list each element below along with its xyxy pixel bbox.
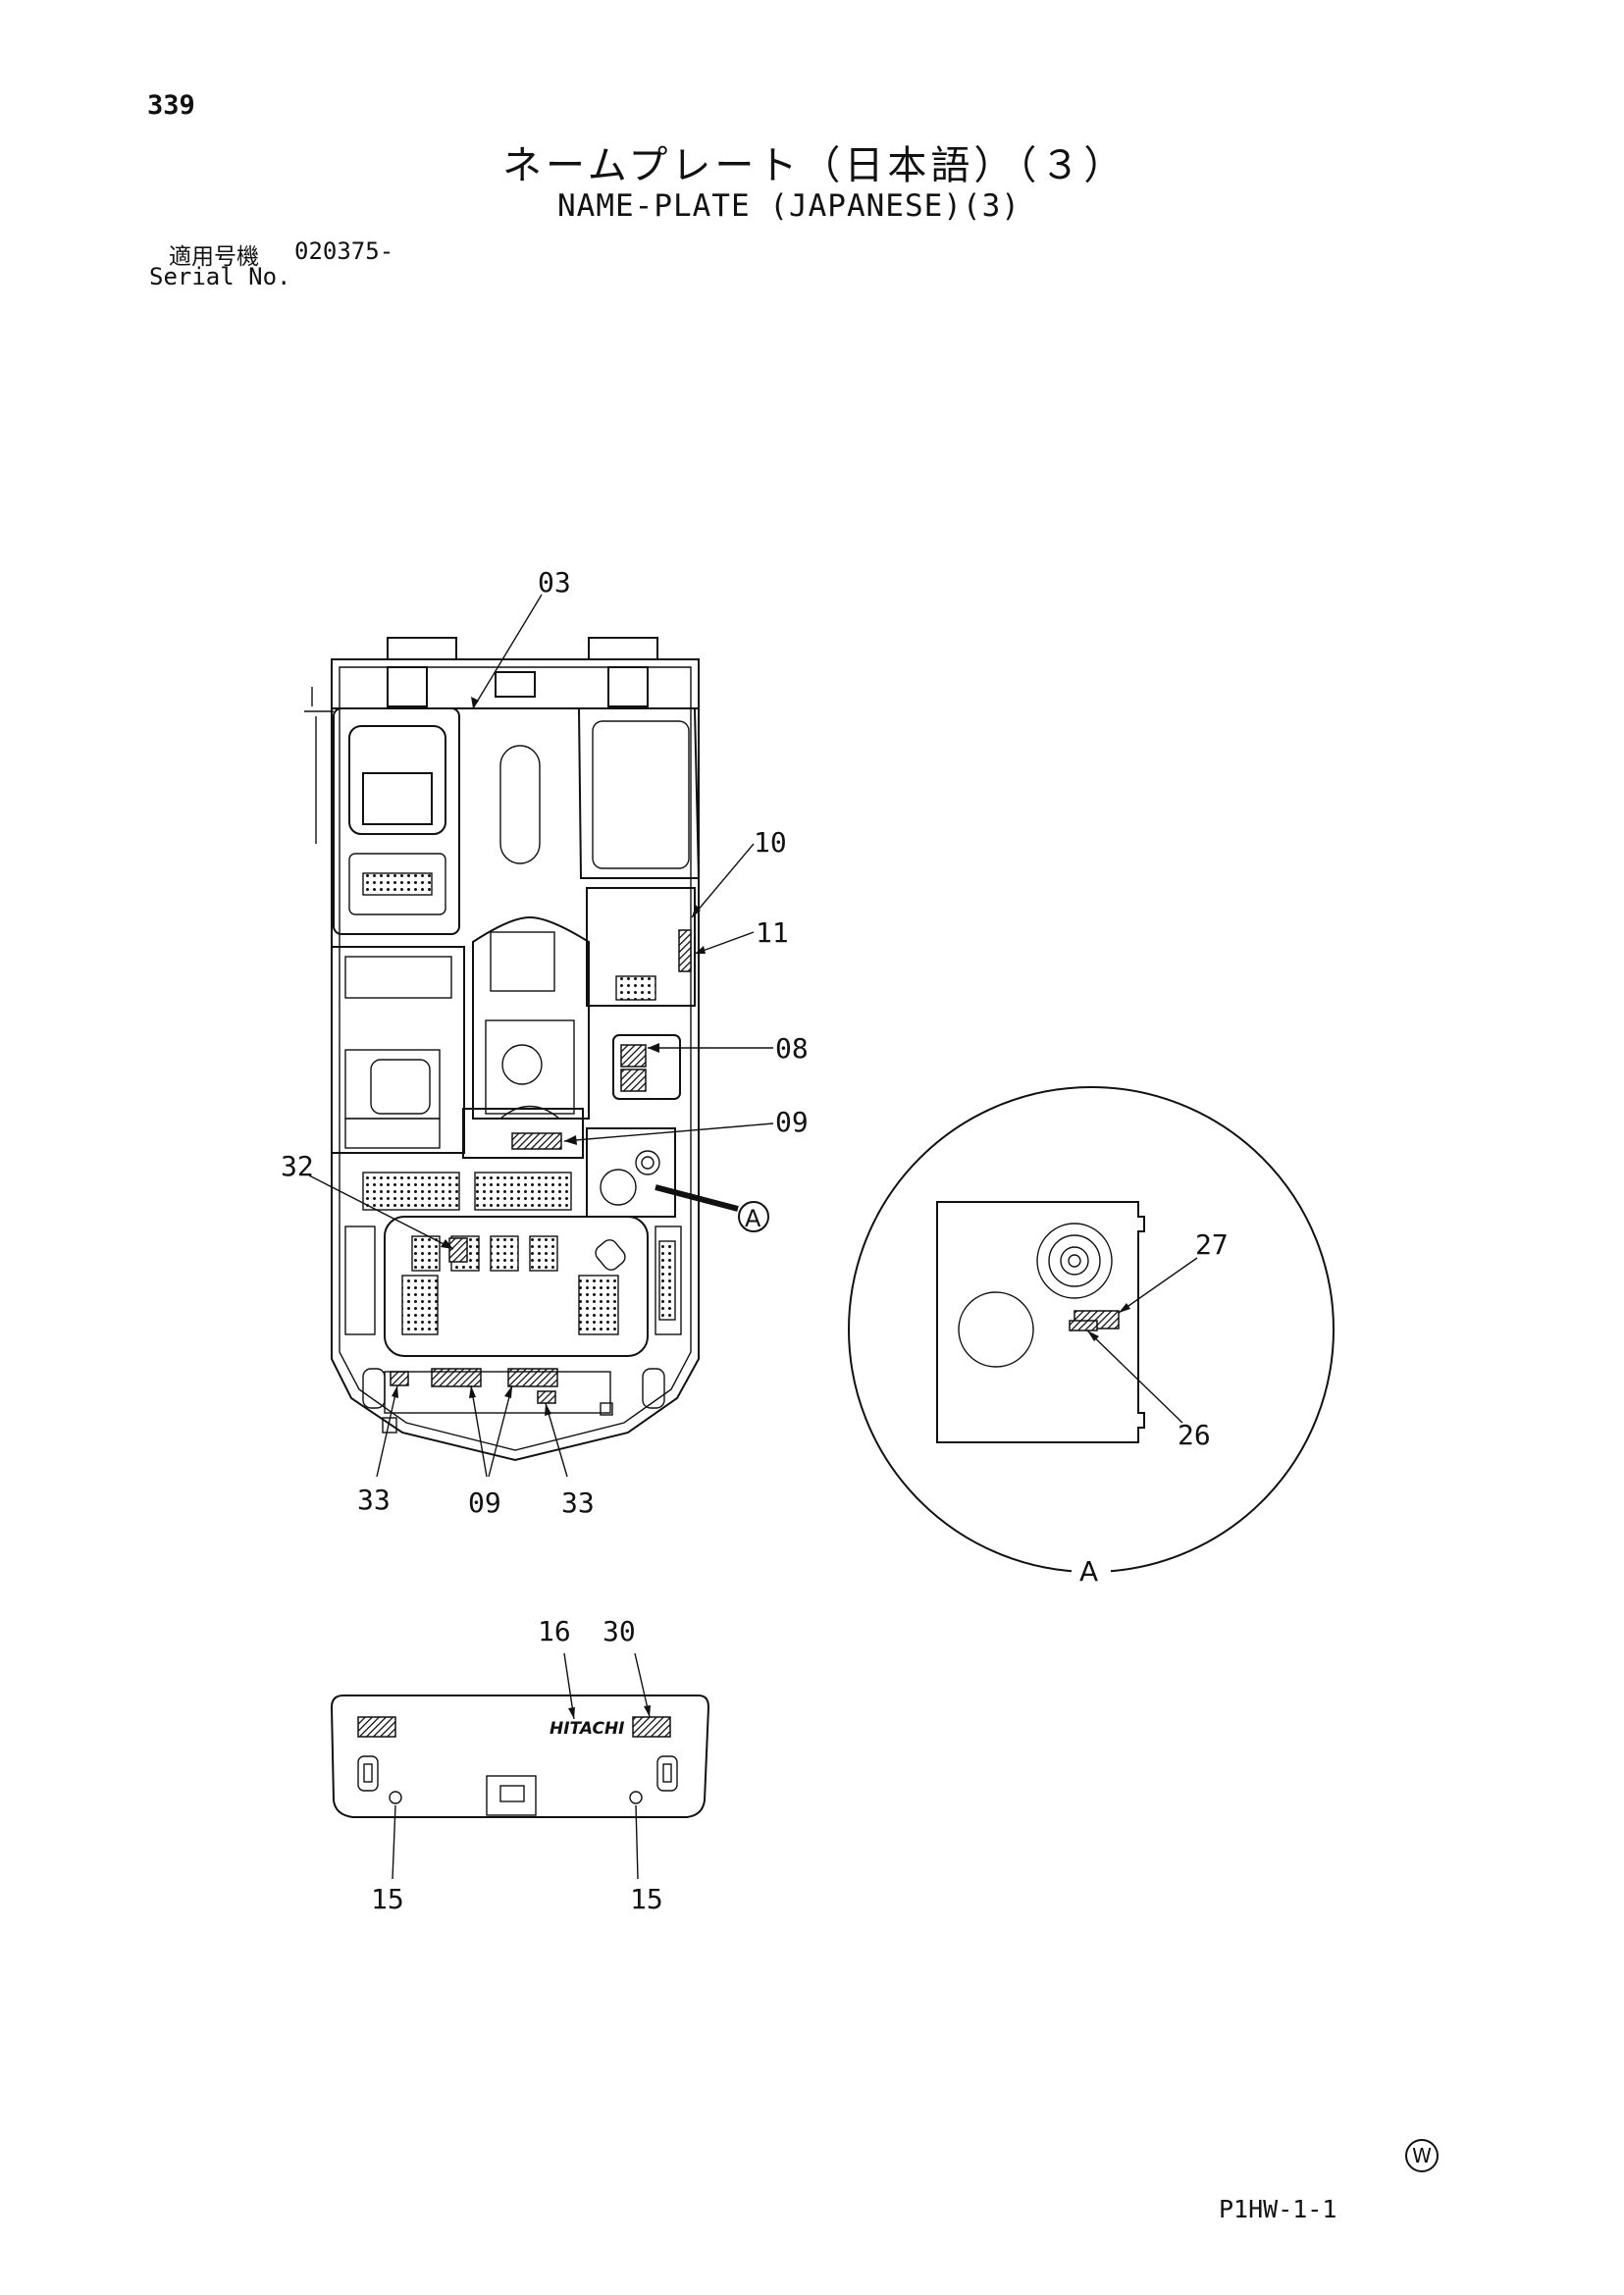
decal-08b <box>620 1069 647 1092</box>
page-number: 339 <box>147 90 195 121</box>
document-code: P1HW-1-1 <box>1219 2195 1337 2223</box>
page-title-english: NAME-PLATE (JAPANESE)(3) <box>557 188 1021 224</box>
main-view-callouts: 03 10 11 08 09 32 A 33 09 33 <box>281 566 809 1519</box>
revision-mark: W <box>1405 2139 1439 2172</box>
callout-03: 03 <box>538 566 571 599</box>
detail-view-a: 27 26 A <box>848 1086 1335 1588</box>
callout-30: 30 <box>602 1615 636 1647</box>
callout-15-left: 15 <box>371 1883 404 1915</box>
decal-10-11 <box>678 929 692 972</box>
decal-08a <box>620 1044 647 1068</box>
serial-label-japanese: 適用号機 <box>169 244 259 270</box>
callout-33-right: 33 <box>561 1487 595 1519</box>
decal-33-right <box>537 1390 556 1404</box>
operator-cab <box>331 707 465 1154</box>
brand-logo: HITACHI <box>550 1719 625 1739</box>
callout-32: 32 <box>281 1150 314 1182</box>
callout-33-left: 33 <box>357 1484 391 1516</box>
callout-08: 08 <box>775 1032 809 1065</box>
decal-26 <box>1069 1320 1098 1331</box>
page-title-japanese: ネームプレート（日本語）（３） <box>502 143 1127 188</box>
callout-26: 26 <box>1178 1419 1211 1451</box>
callout-11: 11 <box>756 916 789 949</box>
tank-module <box>577 707 701 1100</box>
callout-16: 16 <box>538 1615 571 1647</box>
decal-33-left <box>390 1371 409 1386</box>
callout-27: 27 <box>1195 1228 1229 1261</box>
callout-09-bottom: 09 <box>468 1487 501 1519</box>
counterweight-rear-view: HITACHI 16 30 15 15 <box>330 1615 710 1915</box>
detail-view-label-a: A <box>1079 1555 1098 1588</box>
decal-left-plate <box>357 1716 396 1738</box>
callout-10: 10 <box>754 826 787 859</box>
serial-value: 020375- <box>294 237 394 265</box>
decal-32 <box>448 1237 468 1263</box>
callout-09-right: 09 <box>775 1106 809 1138</box>
engine-cover <box>384 1216 649 1357</box>
upperstructure-top-view <box>304 637 739 1462</box>
decal-09-rear-b <box>507 1368 558 1387</box>
serial-label-english: Serial No. <box>149 263 291 290</box>
decal-30 <box>632 1716 671 1738</box>
decal-09-rear-a <box>431 1368 482 1387</box>
decal-09-belly <box>511 1132 562 1150</box>
view-marker-a: A <box>745 1205 761 1232</box>
callout-15-right: 15 <box>630 1883 663 1915</box>
